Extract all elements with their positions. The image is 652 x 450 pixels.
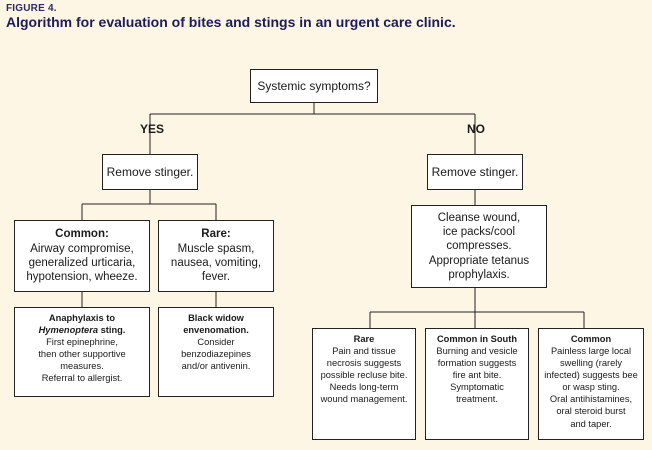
anaphylaxis-heading: Anaphylaxis to: [48, 313, 116, 323]
yes-label: YES: [140, 122, 165, 136]
no-common-line: Oral antihistamines,: [549, 394, 633, 405]
no-rare-line: Pain and tissue: [332, 346, 396, 357]
common-in-south-line: treatment.: [456, 394, 498, 405]
cleanse-line: Cleanse wound,: [437, 211, 521, 224]
black-widow-line: Consider: [197, 337, 235, 348]
anaphylaxis-line: then other supportive: [38, 349, 126, 360]
root-question-box: Systemic symptoms?: [250, 69, 378, 103]
yes-rare-line: Muscle spasm,: [177, 242, 255, 255]
no-common-box: Common Painless large local swelling (ra…: [538, 328, 644, 440]
cleanse-line: ice packs/cool: [442, 225, 516, 238]
no-rare-line: Needs long-term: [329, 382, 399, 393]
black-widow-line: benzodiazepines: [181, 349, 251, 360]
no-common-line: infected) suggests bee: [544, 370, 638, 381]
yes-rare-line: nausea, vomiting,: [170, 257, 262, 269]
common-in-south-line: Symptomatic: [450, 382, 504, 393]
anaphylaxis-line: First epinephrine,: [46, 337, 118, 348]
anaphylaxis-heading-2: Hymenoptera sting.: [39, 324, 126, 336]
common-in-south-line: formation suggests: [437, 358, 517, 369]
no-remove-stinger: Remove stinger.: [431, 164, 519, 179]
anaphylaxis-line: measures.: [60, 361, 104, 372]
common-in-south-line: Burning and vesicle: [436, 346, 518, 357]
yes-rare-heading: Rare:: [201, 228, 231, 241]
common-in-south-box: Common in South Burning and vesicle form…: [425, 328, 529, 440]
yes-common-heading: Common:: [55, 228, 109, 241]
no-rare-line: possible recluse bite.: [320, 370, 408, 381]
yes-rare-box: Rare: Muscle spasm, nausea, vomiting, fe…: [158, 220, 274, 292]
common-in-south-line: fire ant bite.: [452, 370, 502, 381]
black-widow-heading-2: envenomation.: [183, 325, 249, 336]
yes-remove-stinger-box: Remove stinger.: [102, 154, 198, 190]
no-rare-line: necrosis suggests: [326, 358, 402, 369]
no-remove-stinger-box: Remove stinger.: [427, 154, 523, 190]
cleanse-line: Appropriate tetanus: [428, 254, 530, 267]
anaphylaxis-line: Referral to allergist.: [41, 373, 123, 384]
no-common-line: Painless large local: [550, 346, 632, 357]
anaphylaxis-heading-rest: sting.: [98, 325, 126, 336]
figure-label: FIGURE 4.: [6, 3, 57, 14]
hymenoptera-term: Hymenoptera: [38, 325, 99, 336]
no-common-line: and taper.: [570, 418, 612, 429]
no-rare-heading: Rare: [353, 334, 375, 344]
root-question: Systemic symptoms?: [257, 78, 371, 93]
no-rare-box: Rare Pain and tissue necrosis suggests p…: [312, 328, 416, 440]
yes-rare-line: fever.: [201, 271, 231, 284]
no-common-line: swelling (rarely: [560, 358, 622, 369]
black-widow-line: and/or antivenin.: [181, 361, 251, 372]
no-common-line: oral steroid burst: [556, 406, 626, 417]
no-label: NO: [467, 122, 485, 136]
cleanse-line: prophylaxis.: [448, 269, 510, 282]
common-in-south-heading: Common in South: [436, 334, 518, 344]
cleanse-wound-box: Cleanse wound, ice packs/cool compresses…: [411, 205, 547, 288]
yes-common-line: Airway compromise,: [30, 242, 134, 255]
no-common-heading: Common: [570, 334, 612, 344]
figure-title: Algorithm for evaluation of bites and st…: [6, 14, 456, 30]
anaphylaxis-box: Anaphylaxis to Hymenoptera sting. First …: [14, 307, 150, 397]
cleanse-line: compresses.: [446, 240, 512, 253]
yes-common-line: generalized urticaria,: [28, 257, 136, 269]
black-widow-box: Black widow envenomation. Consider benzo…: [158, 307, 274, 397]
yes-common-box: Common: Airway compromise, generalized u…: [14, 220, 150, 292]
black-widow-heading: Black widow: [188, 313, 244, 323]
no-rare-line: wound management.: [320, 394, 408, 405]
yes-remove-stinger: Remove stinger.: [106, 164, 194, 179]
no-common-line: or wasp sting.: [562, 382, 620, 393]
yes-common-line: hypotension, wheeze.: [26, 271, 138, 284]
